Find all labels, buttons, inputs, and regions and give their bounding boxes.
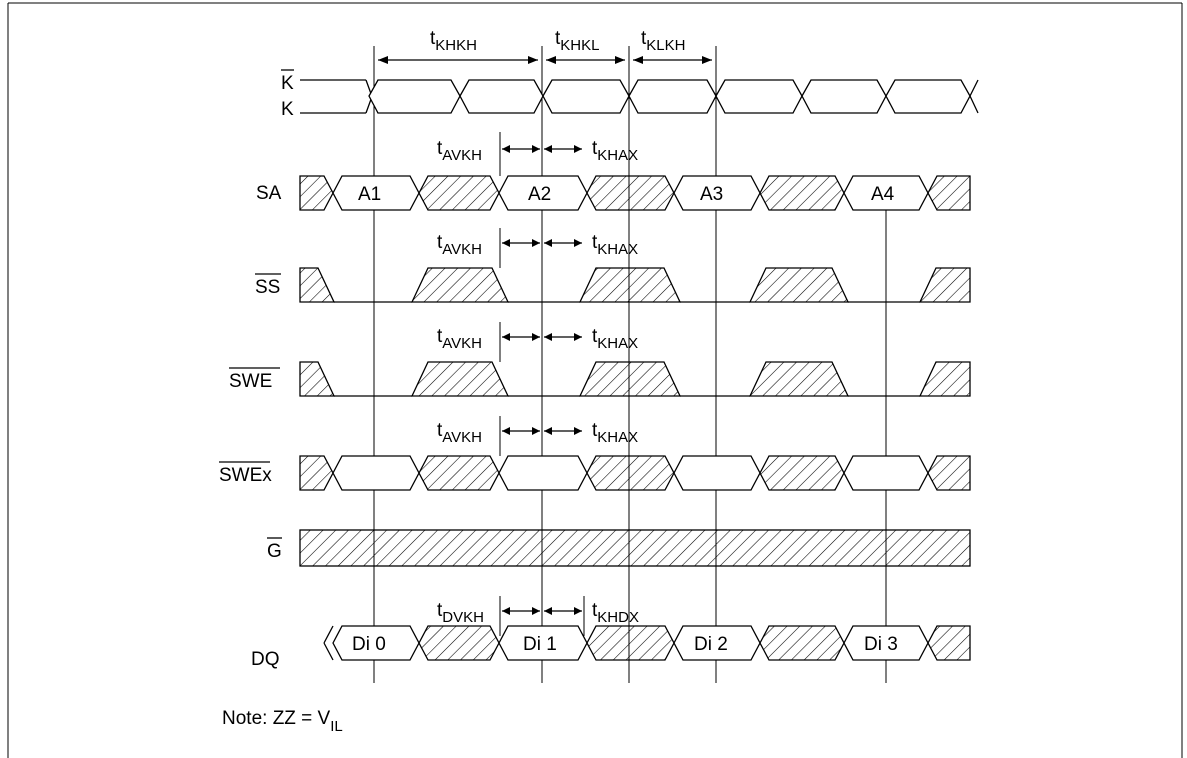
label-t-khax-ss: tKHAX: [592, 232, 638, 258]
arrows-ss: [502, 239, 582, 247]
sa-value-2: A2: [528, 184, 551, 205]
sa-row: A1 A2 A3 A4: [299, 175, 971, 211]
arrows-sa: [502, 145, 582, 153]
label-t-dvkh: tDVKH: [437, 600, 484, 626]
dq-value-2: Di 2: [694, 634, 728, 655]
sa-value-3: A3: [700, 184, 723, 205]
dq-value-3: Di 3: [864, 634, 898, 655]
swex-row: [299, 455, 971, 491]
arrows-swe: [502, 333, 582, 341]
signal-names: K K SA SS SWE SWEx G DQ: [219, 69, 294, 670]
sa-value-1: A1: [358, 184, 381, 205]
dimension-arrows: [378, 56, 712, 64]
signal-sa: SA: [256, 183, 282, 204]
signal-ss: SS: [255, 277, 280, 298]
clock-waveform: [300, 79, 979, 114]
dq-row: Di 0 Di 1 Di 2 Di 3: [323, 625, 971, 661]
signal-swex: SWEx: [219, 465, 272, 486]
label-t-khkh: tKHKH: [430, 28, 477, 54]
arrows-dq: [502, 607, 582, 615]
signal-dq: DQ: [251, 649, 280, 670]
label-t-khax-swex: tKHAX: [592, 420, 638, 446]
label-t-avkh-sa: tAVKH: [437, 138, 482, 164]
swe-row: [299, 361, 971, 397]
sa-value-4: A4: [871, 184, 895, 205]
label-t-avkh-swex: tAVKH: [437, 420, 482, 446]
label-t-avkh-swe: tAVKH: [437, 326, 482, 352]
label-t-khax-sa: tKHAX: [592, 138, 638, 164]
label-t-avkh-ss: tAVKH: [437, 232, 482, 258]
signal-k: K: [281, 99, 294, 120]
g-row: [299, 529, 971, 567]
dq-value-1: Di 1: [523, 634, 557, 655]
signal-k-bar: K: [281, 73, 294, 94]
arrows-swex: [502, 427, 582, 435]
label-t-khkl: tKHKL: [555, 28, 599, 54]
ss-row: [299, 267, 971, 303]
signal-g: G: [267, 541, 282, 562]
label-t-khdx: tKHDX: [592, 600, 639, 626]
signal-swe: SWE: [229, 371, 272, 392]
note: Note: ZZ = VIL: [222, 708, 343, 735]
label-t-khax-swe: tKHAX: [592, 326, 638, 352]
dq-value-0: Di 0: [352, 634, 386, 655]
label-t-klkh: tKLKH: [641, 28, 685, 54]
